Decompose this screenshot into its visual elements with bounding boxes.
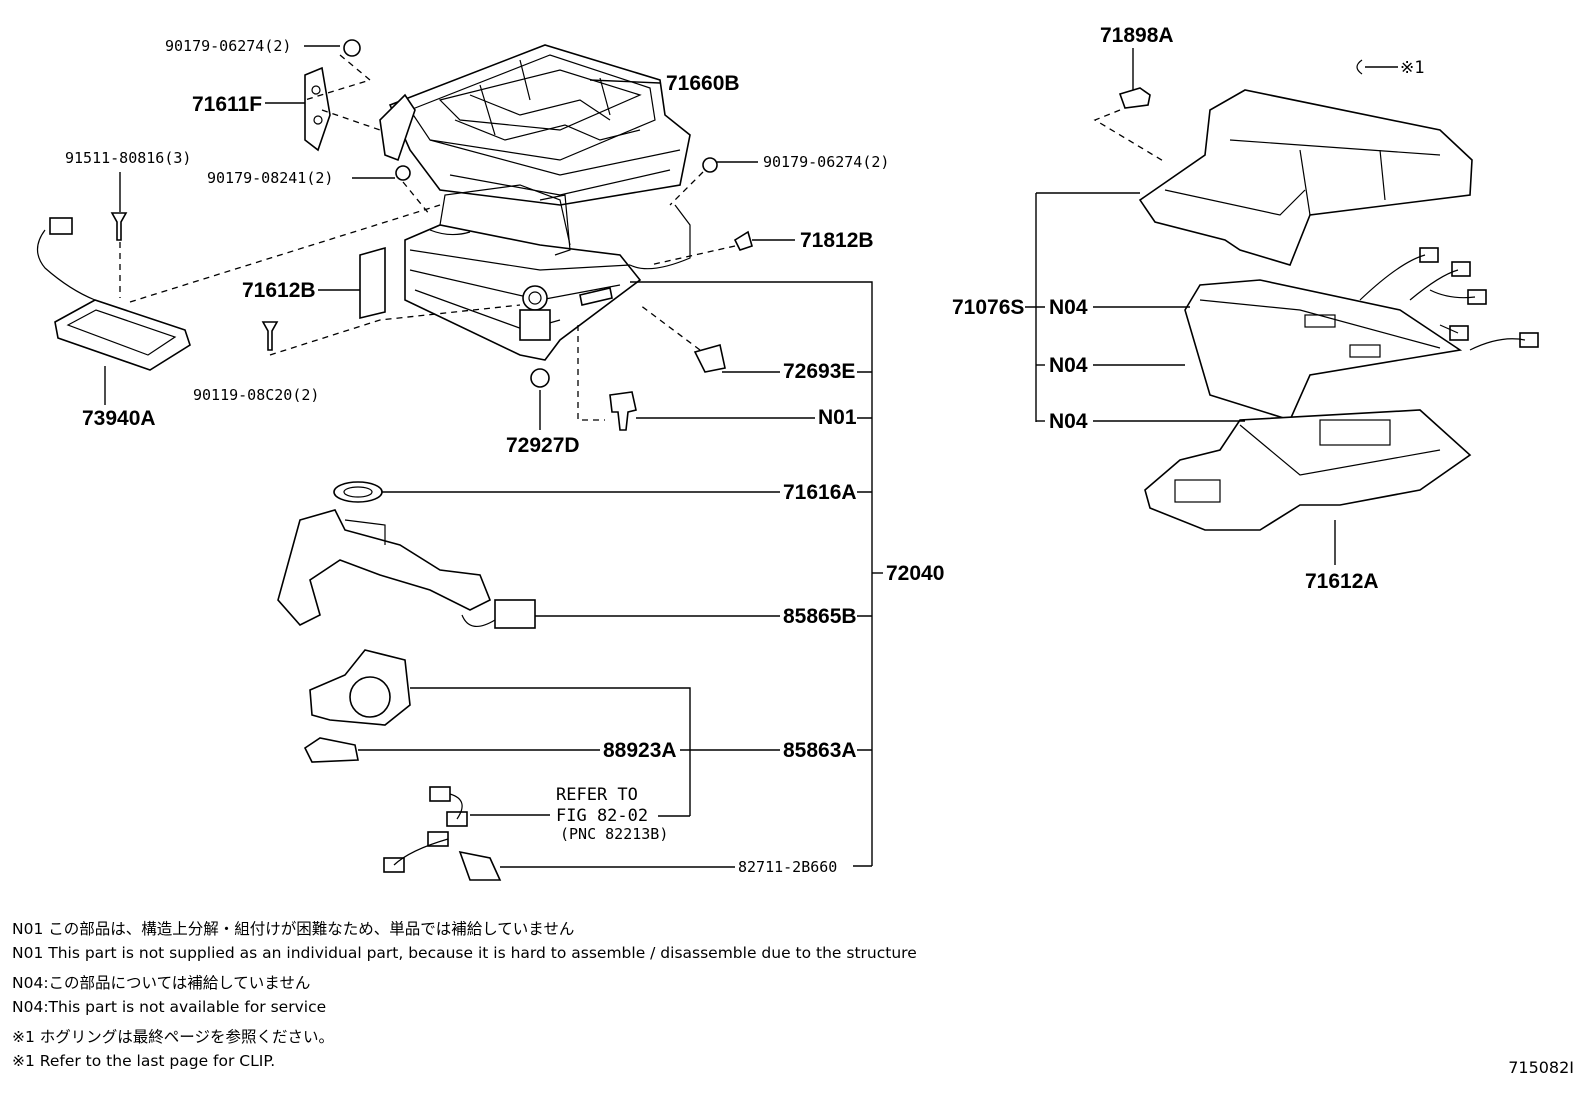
note-n01-en: N01 This part is not supplied as an indi… xyxy=(12,944,917,962)
pad-71612b xyxy=(359,246,386,320)
clip-symbol-icon xyxy=(1356,59,1363,75)
fasteners xyxy=(110,39,753,431)
label-refer-1: REFER TO xyxy=(556,785,638,805)
clip-71898a xyxy=(1118,87,1151,109)
label-n04-a: N04 xyxy=(1049,296,1088,319)
blower-duct-85865b xyxy=(277,509,536,629)
label-85865b: 85865B xyxy=(783,605,857,628)
note-clip-en: ※1 Refer to the last page for CLIP. xyxy=(12,1052,276,1070)
label-73940a: 73940A xyxy=(82,407,156,430)
part-labels: 90179-06274(2) 71611F 71660B 91511-80816… xyxy=(65,24,1424,876)
label-71660b: 71660B xyxy=(666,72,740,95)
figure-id: 715082I xyxy=(1508,1058,1574,1077)
label-71611f: 71611F xyxy=(192,93,262,116)
blower-85863a xyxy=(309,649,411,726)
label-90179-06274-a: 90179-06274(2) xyxy=(165,37,291,55)
note-n04-en: N04:This part is not available for servi… xyxy=(12,998,327,1016)
label-72040: 72040 xyxy=(886,562,944,585)
leader-lines xyxy=(104,45,1398,868)
seat-track-mechanism xyxy=(404,184,691,361)
label-90179-06274-b: 90179-06274(2) xyxy=(763,153,889,171)
label-90179-08241: 90179-08241(2) xyxy=(207,169,333,187)
label-refer-3: (PNC 82213B) xyxy=(560,825,668,843)
label-n04-b: N04 xyxy=(1049,354,1088,377)
note-clip-jp: ※1 ホグリングは最終ページを参照ください。 xyxy=(12,1028,334,1046)
air-duct-71616a xyxy=(333,481,383,503)
label-71898a: 71898A xyxy=(1100,24,1174,47)
label-72693e: 72693E xyxy=(783,360,855,383)
label-71076s: 71076S xyxy=(952,296,1024,319)
seat-cushion-cover xyxy=(1138,89,1473,266)
note-n04-jp: N04:この部品については補給していません xyxy=(12,974,311,992)
clip-88923a xyxy=(303,737,359,763)
label-71612a: 71612A xyxy=(1305,570,1379,593)
label-71812b: 71812B xyxy=(800,229,874,252)
note-n01-jp: N01 この部品は、構造上分解・組付けが困難なため、単品では補給していません xyxy=(12,920,575,938)
label-85863a: 85863A xyxy=(783,739,857,762)
wire-harness-82711 xyxy=(383,786,502,881)
label-refer-2: FIG 82-02 xyxy=(556,806,648,826)
label-71616a: 71616A xyxy=(783,481,857,504)
bracket-71611f xyxy=(304,66,331,152)
label-n01: N01 xyxy=(818,406,857,429)
label-88923a: 88923A xyxy=(603,739,677,762)
label-clip-ref: ※1 xyxy=(1400,58,1424,78)
label-72927d: 72927D xyxy=(506,434,580,457)
seat-cushion-base xyxy=(1144,409,1472,531)
seat-cushion-pad xyxy=(1184,247,1539,421)
seat-cushion-frame xyxy=(379,44,691,206)
label-71612b: 71612B xyxy=(242,279,316,302)
label-82711-2b660: 82711-2B660 xyxy=(738,858,837,876)
module-73940a xyxy=(36,217,191,371)
label-n04-c: N04 xyxy=(1049,410,1088,433)
label-90119-08c20: 90119-08C20(2) xyxy=(193,386,319,404)
label-91511-80816: 91511-80816(3) xyxy=(65,149,191,167)
